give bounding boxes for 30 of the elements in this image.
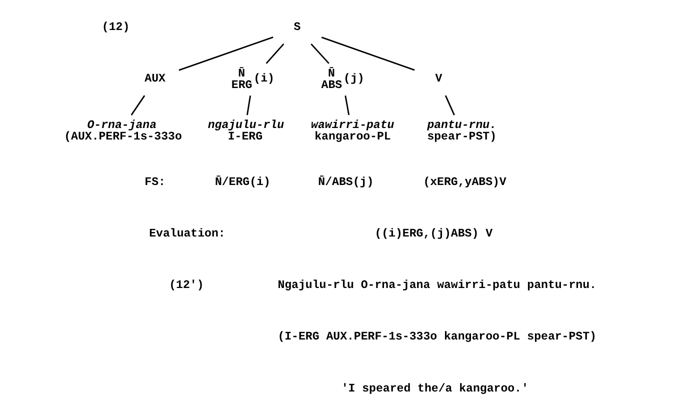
label: N̄/ERG(i) — [214, 176, 270, 189]
node-label: (j) — [343, 72, 364, 86]
node-text: pantu-rnu. spear-PST) — [426, 118, 496, 144]
label: Ngajulu-rlu O-rna-jana wawirri-patu pantu-rnu. — [277, 279, 596, 292]
node-text: V — [434, 72, 442, 86]
connector — [178, 36, 273, 71]
label: N̄/ABS(j) — [318, 176, 374, 189]
label: (I-ERG AUX.PERF-1s-333o kangaroo-PL spear-PST) — [277, 330, 596, 344]
node-text: O-rna-jana (AUX.PERF-1s-333o — [64, 118, 182, 144]
connector — [265, 43, 284, 64]
label: (xERG,yABS)V — [422, 176, 506, 189]
node-text: wawirri-patu kangaroo-PL — [310, 118, 394, 144]
node-text: AUX — [144, 72, 165, 86]
connector — [130, 95, 145, 116]
label: FS: — [144, 176, 165, 189]
node-text: ngajulu-rlu I-ERG — [207, 118, 284, 144]
connector — [444, 95, 454, 116]
node-label: (i) — [253, 72, 274, 86]
node-text: N̄ ABS — [320, 67, 342, 92]
connector — [310, 43, 329, 64]
connector — [246, 95, 251, 116]
node-text: N̄ ERG — [230, 67, 252, 92]
node-text: S — [293, 20, 300, 34]
label: ((i)ERG,(j)ABS) V — [374, 227, 492, 240]
label: (12) — [101, 20, 130, 34]
connector — [320, 36, 414, 71]
connector — [344, 95, 350, 116]
label: (12') — [168, 279, 204, 292]
label: Evaluation: — [148, 227, 225, 240]
label: 'I speared the/a kangaroo.' — [340, 382, 528, 396]
